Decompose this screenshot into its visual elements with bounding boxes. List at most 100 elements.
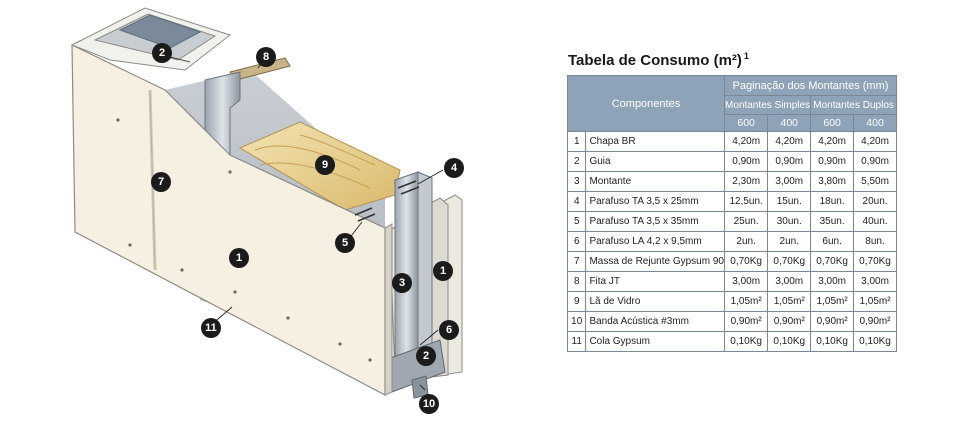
header-spacing: 600 (723, 114, 769, 132)
svg-text:6: 6 (446, 324, 452, 336)
svg-text:2: 2 (159, 47, 165, 59)
svg-text:9: 9 (322, 159, 328, 171)
consumption-value: 0,10Kg (810, 331, 855, 352)
consumption-value: 3,80m (810, 171, 855, 192)
row-number: 2 (566, 151, 587, 172)
row-number: 11 (566, 331, 587, 352)
consumption-value: 0,90m (723, 151, 769, 172)
row-number: 9 (566, 291, 587, 312)
svg-text:4: 4 (451, 162, 458, 174)
row-number: 7 (566, 251, 587, 272)
consumption-value: 30un. (767, 211, 812, 232)
component-name: Guia (585, 151, 725, 172)
consumption-value: 40un. (853, 211, 897, 232)
component-name: Cola Gypsum (585, 331, 725, 352)
consumption-value: 0,90m (810, 151, 855, 172)
consumption-value: 15un. (767, 191, 812, 212)
consumption-value: 0,90m² (767, 311, 812, 332)
consumption-value: 0,90m² (853, 311, 897, 332)
component-name: Fita JT (585, 271, 725, 292)
callout-10: 10 (419, 394, 439, 414)
callout-9: 9 (315, 155, 335, 175)
wall-illustration (70, 7, 463, 399)
consumption-value: 5,50m (853, 171, 897, 192)
table-title: Tabela de Consumo (m²)1 (568, 51, 749, 69)
callout-4: 4 (444, 158, 464, 178)
svg-text:11: 11 (205, 322, 217, 334)
component-name: Parafuso TA 3,5 x 35mm (585, 211, 725, 232)
component-name: Parafuso LA 4,2 x 9,5mm (585, 231, 725, 252)
consumption-value: 4,20m (853, 131, 897, 152)
consumption-value: 0,90m (853, 151, 897, 172)
consumption-value: 25un. (723, 211, 769, 232)
svg-text:10: 10 (423, 398, 435, 410)
consumption-value: 0,10Kg (767, 331, 812, 352)
component-name: Lã de Vidro (585, 291, 725, 312)
consumption-value: 1,05m² (767, 291, 812, 312)
callout-5: 5 (335, 233, 355, 253)
consumption-table: Componentes Paginação dos Montantes (mm)… (566, 75, 898, 352)
svg-text:1: 1 (236, 252, 242, 264)
consumption-value: 35un. (810, 211, 855, 232)
consumption-value: 1,05m² (723, 291, 769, 312)
consumption-value: 3,00m (767, 271, 812, 292)
consumption-value: 3,00m (810, 271, 855, 292)
row-number: 3 (566, 171, 587, 192)
consumption-value: 18un. (810, 191, 855, 212)
callout-2-top: 2 (152, 43, 172, 63)
consumption-value: 0,70Kg (810, 251, 855, 272)
consumption-value: 4,20m (810, 131, 855, 152)
row-number: 8 (566, 271, 587, 292)
callout-11: 11 (201, 318, 221, 338)
header-spacing: 400 (767, 114, 812, 132)
component-name: Montante (585, 171, 725, 192)
callout-8: 8 (256, 47, 276, 67)
callout-1-back: 1 (433, 261, 453, 281)
header-spacing: 600 (810, 114, 855, 132)
consumption-value: 0,10Kg (853, 331, 897, 352)
svg-text:3: 3 (399, 277, 405, 289)
consumption-value: 0,90m² (723, 311, 769, 332)
consumption-value: 0,90m² (810, 311, 855, 332)
consumption-value: 2,30m (723, 171, 769, 192)
component-name: Massa de Rejunte Gypsum 90 (585, 251, 725, 272)
header-montantes-duplos: Montantes Duplos (810, 95, 897, 115)
svg-text:7: 7 (158, 176, 164, 188)
consumption-value: 3,00m (853, 271, 897, 292)
consumption-value: 12,5un. (723, 191, 769, 212)
svg-text:2: 2 (423, 350, 429, 362)
consumption-value: 0,10Kg (723, 331, 769, 352)
callout-2-bottom: 2 (416, 346, 436, 366)
header-componentes: Componentes (567, 75, 725, 132)
row-number: 6 (566, 231, 587, 252)
svg-text:1: 1 (440, 265, 446, 277)
consumption-value: 1,05m² (810, 291, 855, 312)
consumption-value: 3,00m (767, 171, 812, 192)
consumption-value: 20un. (853, 191, 897, 212)
callout-7: 7 (151, 172, 171, 192)
consumption-value: 4,20m (723, 131, 769, 152)
row-number: 4 (566, 191, 587, 212)
row-number: 10 (566, 311, 587, 332)
component-name: Parafuso TA 3,5 x 25mm (585, 191, 725, 212)
consumption-value: 0,90m (767, 151, 812, 172)
header-paginacao: Paginação dos Montantes (mm) (723, 75, 898, 96)
consumption-value: 8un. (853, 231, 897, 252)
svg-text:8: 8 (263, 51, 269, 63)
consumption-value: 4,20m (767, 131, 812, 152)
component-name: Chapa BR (585, 131, 725, 152)
header-montantes-simples: Montantes Simples (723, 95, 812, 115)
svg-text:5: 5 (342, 237, 348, 249)
consumption-value: 0,70Kg (723, 251, 769, 272)
consumption-value: 1,05m² (853, 291, 897, 312)
consumption-value: 6un. (810, 231, 855, 252)
header-spacing: 400 (853, 114, 897, 132)
